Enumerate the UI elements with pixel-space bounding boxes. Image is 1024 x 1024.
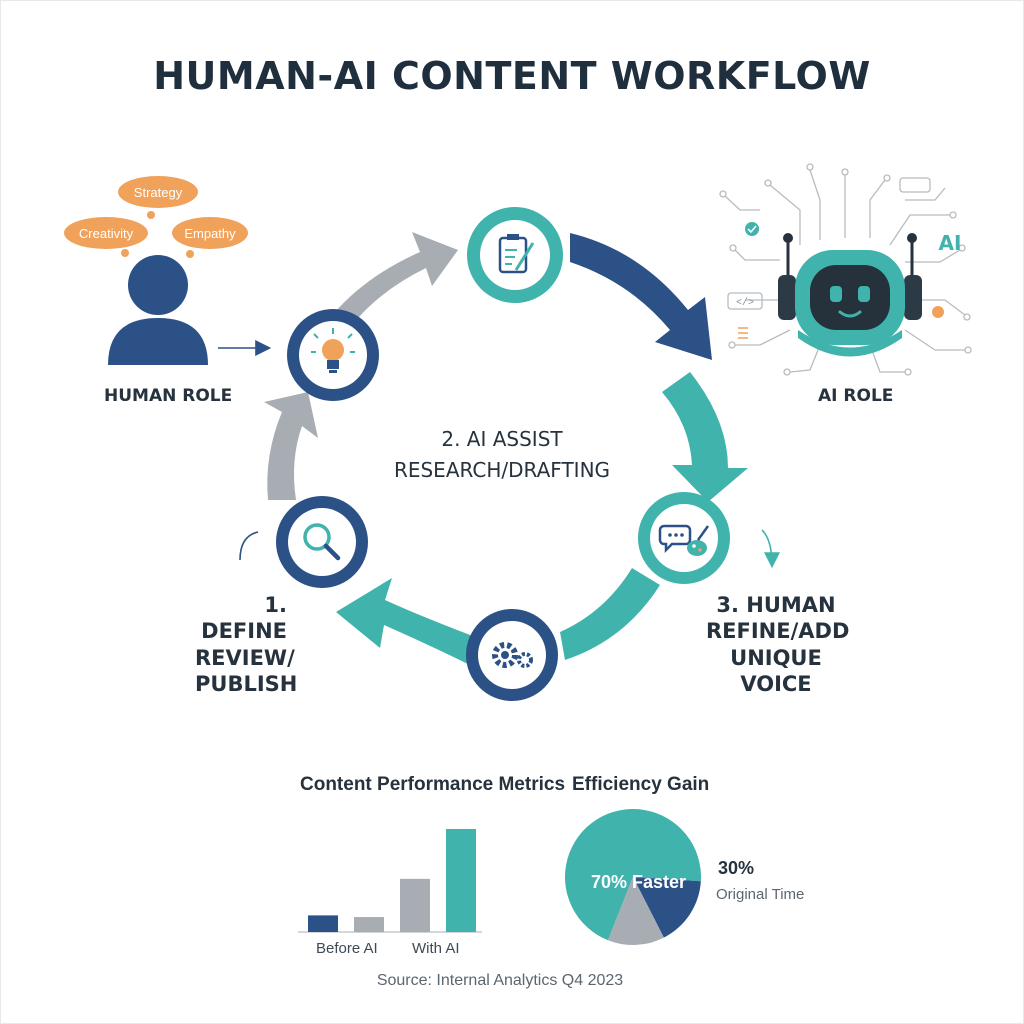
cycle-arrow-teal-bottom bbox=[560, 568, 660, 660]
step2-line1: 2. AI ASSIST bbox=[441, 427, 563, 451]
step3-arrow bbox=[761, 529, 780, 569]
magnifier-icon bbox=[303, 523, 341, 561]
pie-slice-original-b bbox=[607, 877, 664, 945]
bar-0-1 bbox=[354, 917, 384, 932]
gears-icon bbox=[492, 642, 533, 668]
chat-palette-icon bbox=[658, 524, 710, 556]
pie-slice-original-label: Original Time bbox=[716, 886, 805, 903]
step1-label: 1. DEFINE REVIEW/ PUBLISH bbox=[195, 592, 298, 697]
bubble-creativity-text: Creativity bbox=[79, 226, 134, 241]
ai-robot: </> AI bbox=[719, 163, 972, 376]
bubble-empathy-text: Empathy bbox=[184, 226, 236, 241]
cycle-arrow-navy bbox=[570, 233, 712, 360]
bar-category-label-before: Before AI bbox=[316, 940, 378, 957]
page-title: HUMAN-AI CONTENT WORKFLOW bbox=[153, 54, 871, 98]
bar-chart-title: Content Performance Metrics bbox=[300, 774, 566, 795]
pie-slice-faster bbox=[565, 809, 701, 941]
bar-1-1 bbox=[446, 828, 476, 932]
bubble-strategy-text: Strategy bbox=[134, 185, 183, 200]
thought-bubble-creativity: Creativity bbox=[64, 217, 148, 257]
node-lightbulb bbox=[287, 309, 379, 401]
step3-line2: REFINE/ADD bbox=[706, 619, 850, 644]
ai-badge-text: AI bbox=[939, 231, 962, 255]
cycle-arrow-teal-right bbox=[662, 372, 748, 502]
thought-bubble-strategy: Strategy bbox=[118, 176, 198, 219]
pie-slice-original-a bbox=[633, 877, 701, 938]
ai-role-label: AI ROLE bbox=[818, 386, 894, 406]
step1-line1: 1. DEFINE bbox=[201, 593, 287, 644]
bar-1-0 bbox=[400, 878, 430, 932]
bar-0-0 bbox=[308, 915, 338, 932]
human-role-label: HUMAN ROLE bbox=[104, 386, 233, 406]
node-gears bbox=[466, 609, 558, 701]
thought-bubble-empathy: Empathy bbox=[172, 217, 248, 258]
lightbulb-icon bbox=[311, 328, 355, 373]
cycle-arrow-gray-top bbox=[335, 232, 458, 318]
cycle-arrow-teal-left bbox=[336, 578, 478, 665]
circuit-lines bbox=[719, 163, 972, 376]
pie-chart-title: Efficiency Gain bbox=[572, 774, 710, 795]
step3-label: 3. HUMAN REFINE/ADD UNIQUE VOICE bbox=[706, 592, 850, 697]
step2-label: 2. AI ASSIST RESEARCH/DRAFTING bbox=[362, 424, 642, 486]
human-figure: Strategy Creativity Empathy bbox=[64, 176, 248, 365]
node-magnifier bbox=[276, 496, 368, 588]
bar-category-label-with: With AI bbox=[412, 940, 460, 957]
step1-line3: PUBLISH bbox=[195, 671, 298, 696]
pie-slice-original-pct: 30% bbox=[718, 858, 755, 878]
step1-bracket bbox=[239, 531, 259, 561]
node-clipboard bbox=[467, 207, 563, 303]
source-note: Source: Internal Analytics Q4 2023 bbox=[376, 972, 624, 989]
code-tag-text: </> bbox=[736, 297, 754, 309]
step2-line2: RESEARCH/DRAFTING bbox=[393, 458, 611, 482]
node-chat-palette bbox=[638, 492, 730, 584]
step3-line1: 3. HUMAN bbox=[716, 593, 836, 617]
step1-line2: REVIEW/ bbox=[195, 645, 295, 670]
clipboard-pen-icon bbox=[498, 234, 535, 274]
pie-slice-faster-label: 70% Faster bbox=[591, 872, 687, 892]
step3-line3: UNIQUE VOICE bbox=[730, 645, 822, 696]
cycle-arrow-gray-left bbox=[264, 392, 318, 500]
